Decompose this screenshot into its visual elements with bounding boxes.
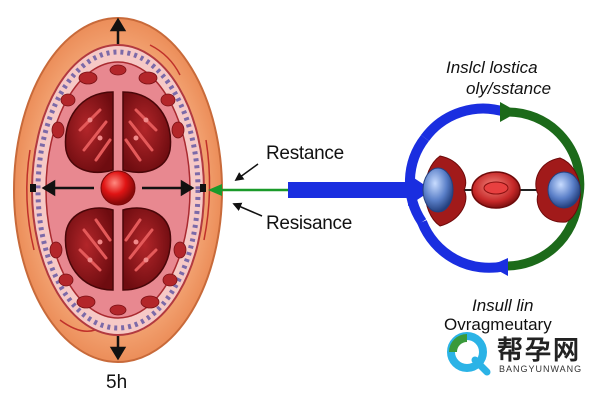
cycle-diagram: [404, 102, 585, 276]
cycle-arc-blue-lower: [417, 220, 507, 273]
blue-thick-arrow: [288, 174, 432, 206]
axis-tick: [30, 184, 36, 192]
right-blue-cell: [547, 171, 581, 209]
cycle-arrowhead: [500, 102, 518, 122]
cycle-title-line2: oly/sstance: [466, 79, 552, 98]
lobe-dots: [87, 117, 149, 263]
middle-red-cell-core: [483, 181, 509, 195]
label-restance: Restance: [266, 143, 344, 164]
vein-line: [59, 319, 96, 332]
left-blue-cell: [422, 167, 454, 213]
vein-line: [26, 149, 35, 251]
watermark-chinese: 帮孕网: [497, 336, 582, 366]
label-resisance: Resisance: [266, 213, 353, 234]
organ-cross-section: [13, 17, 223, 363]
axis-tick: [200, 184, 206, 192]
cell-dotted-ring: [35, 49, 201, 331]
logo-mark-icon: [447, 332, 491, 376]
cycle-title-line1: Inslcl lostica: [446, 58, 538, 77]
cycle-arc-blue: [420, 103, 507, 142]
resisance-pointer: [232, 202, 263, 217]
watermark-english: BANGYUNWANG: [499, 364, 583, 374]
center-nucleus: [100, 170, 136, 206]
bottom-left-label: 5h: [106, 372, 128, 393]
vein-line: [149, 44, 181, 76]
connector-arrows: [208, 163, 432, 217]
restance-pointer: [234, 163, 259, 182]
green-pointer-head: [208, 184, 222, 196]
watermark-logo: 帮孕网 BANGYUNWANG: [445, 330, 595, 376]
cycle-arrowhead: [490, 258, 508, 276]
cycle-arc-blue-left: [404, 134, 430, 225]
cycle-caption-line2: Ovragmeutary: [444, 315, 552, 334]
surrounding-cells: [49, 64, 187, 316]
cycle-caption-line1: Insull lin: [472, 296, 534, 315]
axis-arrows: [41, 17, 195, 361]
